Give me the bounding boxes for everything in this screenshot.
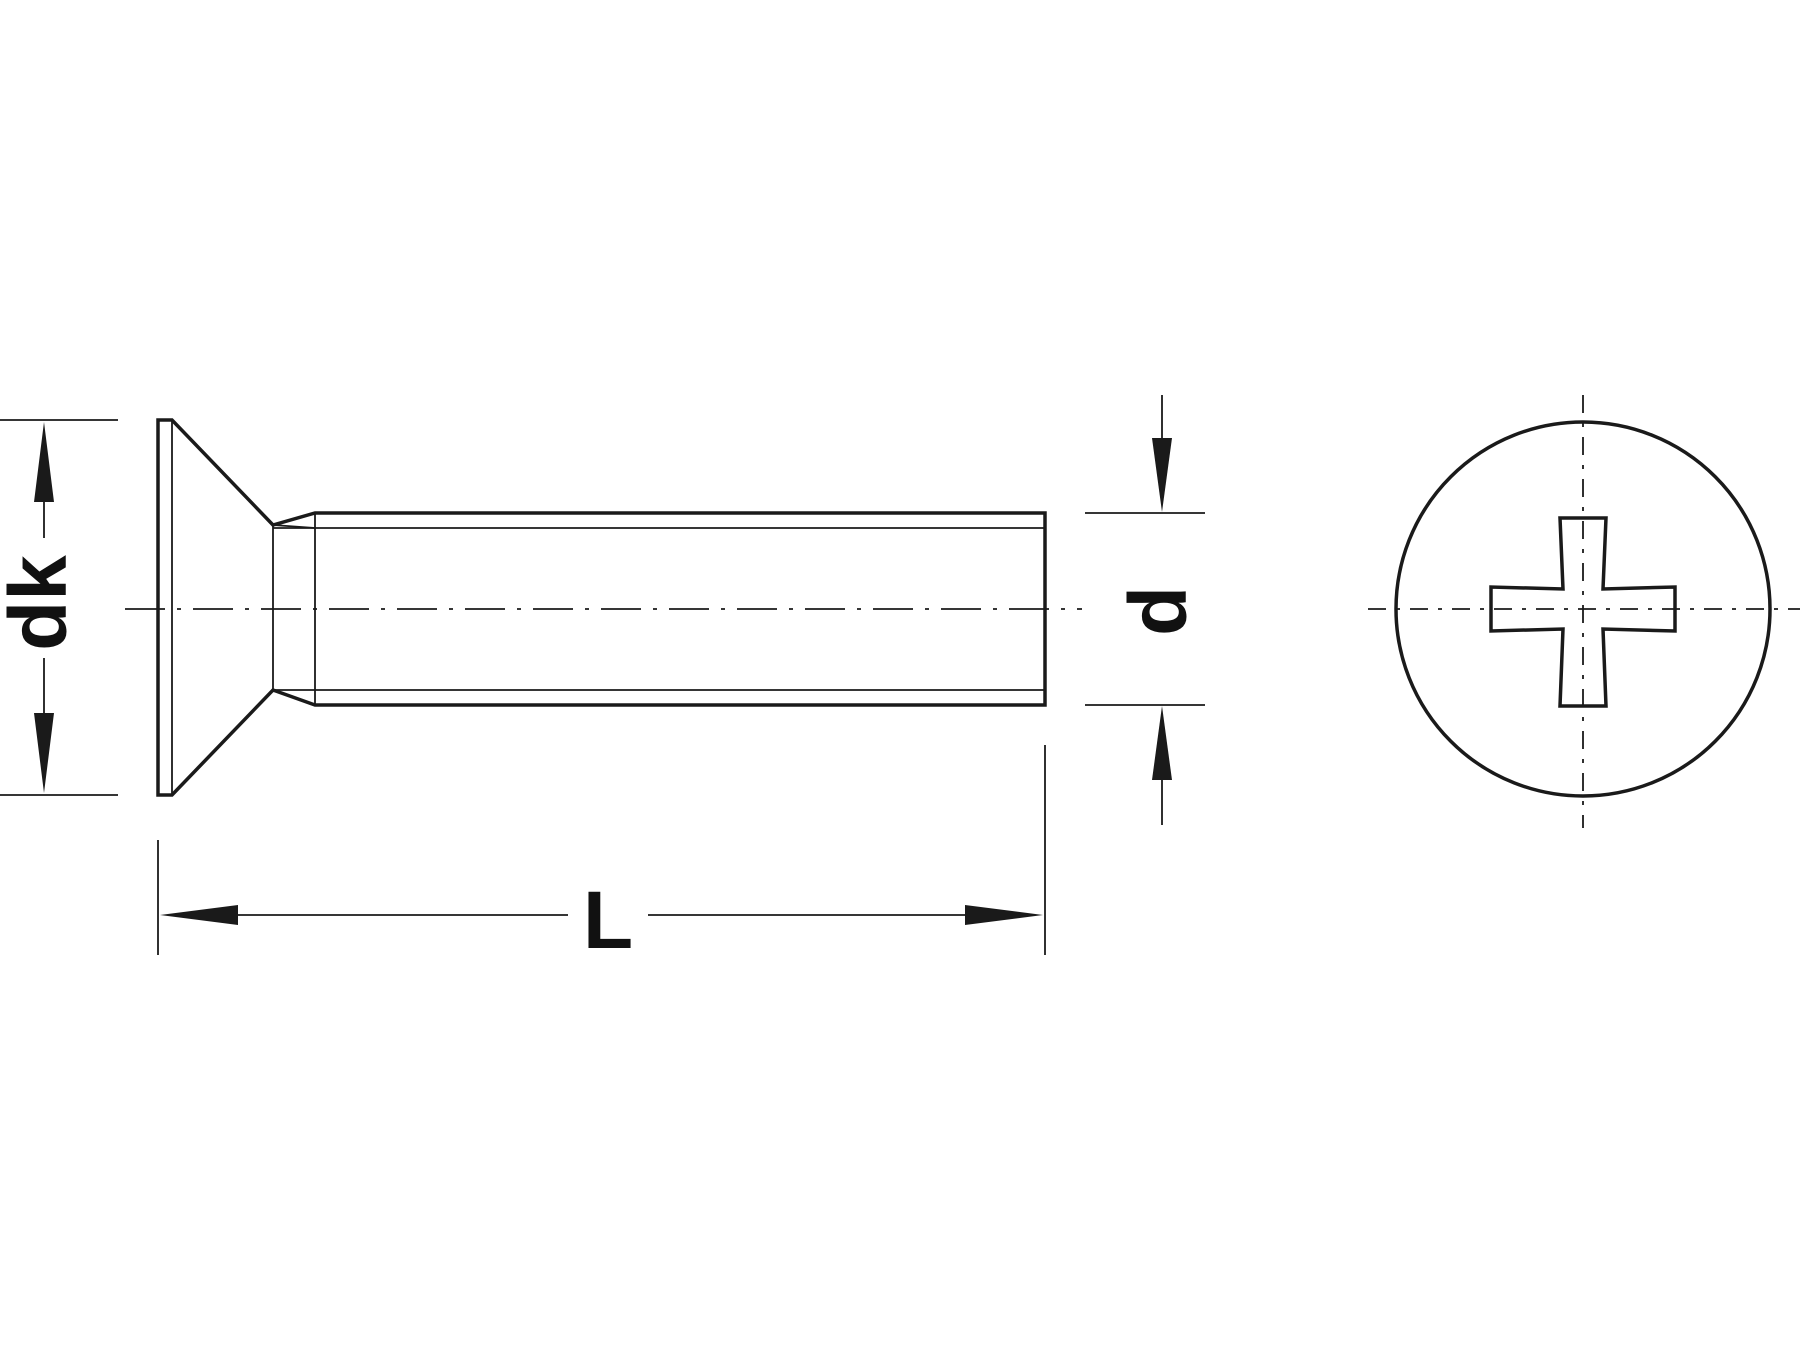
screw-side-view: [125, 418, 1082, 797]
neck-chamfer-bottom: [272, 689, 316, 706]
dk-label: dk: [0, 555, 84, 651]
l-label: L: [583, 875, 633, 966]
screw-head-outline: [156, 418, 1047, 797]
screw-head-top-view: [1368, 395, 1800, 828]
neck-chamfer-top: [272, 524, 316, 529]
length-dimension: L: [157, 745, 1046, 966]
head-diameter-dimension: dk: [0, 419, 118, 796]
l-arrow-left: [160, 905, 238, 925]
d-label: d: [1113, 586, 1204, 636]
l-arrow-right: [965, 905, 1043, 925]
dk-arrow-top: [34, 422, 54, 502]
thread-diameter-dimension: d: [1085, 395, 1205, 825]
d-arrow-bottom: [1152, 706, 1172, 780]
d-arrow-top: [1152, 438, 1172, 512]
dk-arrow-bottom: [34, 713, 54, 793]
phillips-recess-icon: [1489, 516, 1677, 708]
